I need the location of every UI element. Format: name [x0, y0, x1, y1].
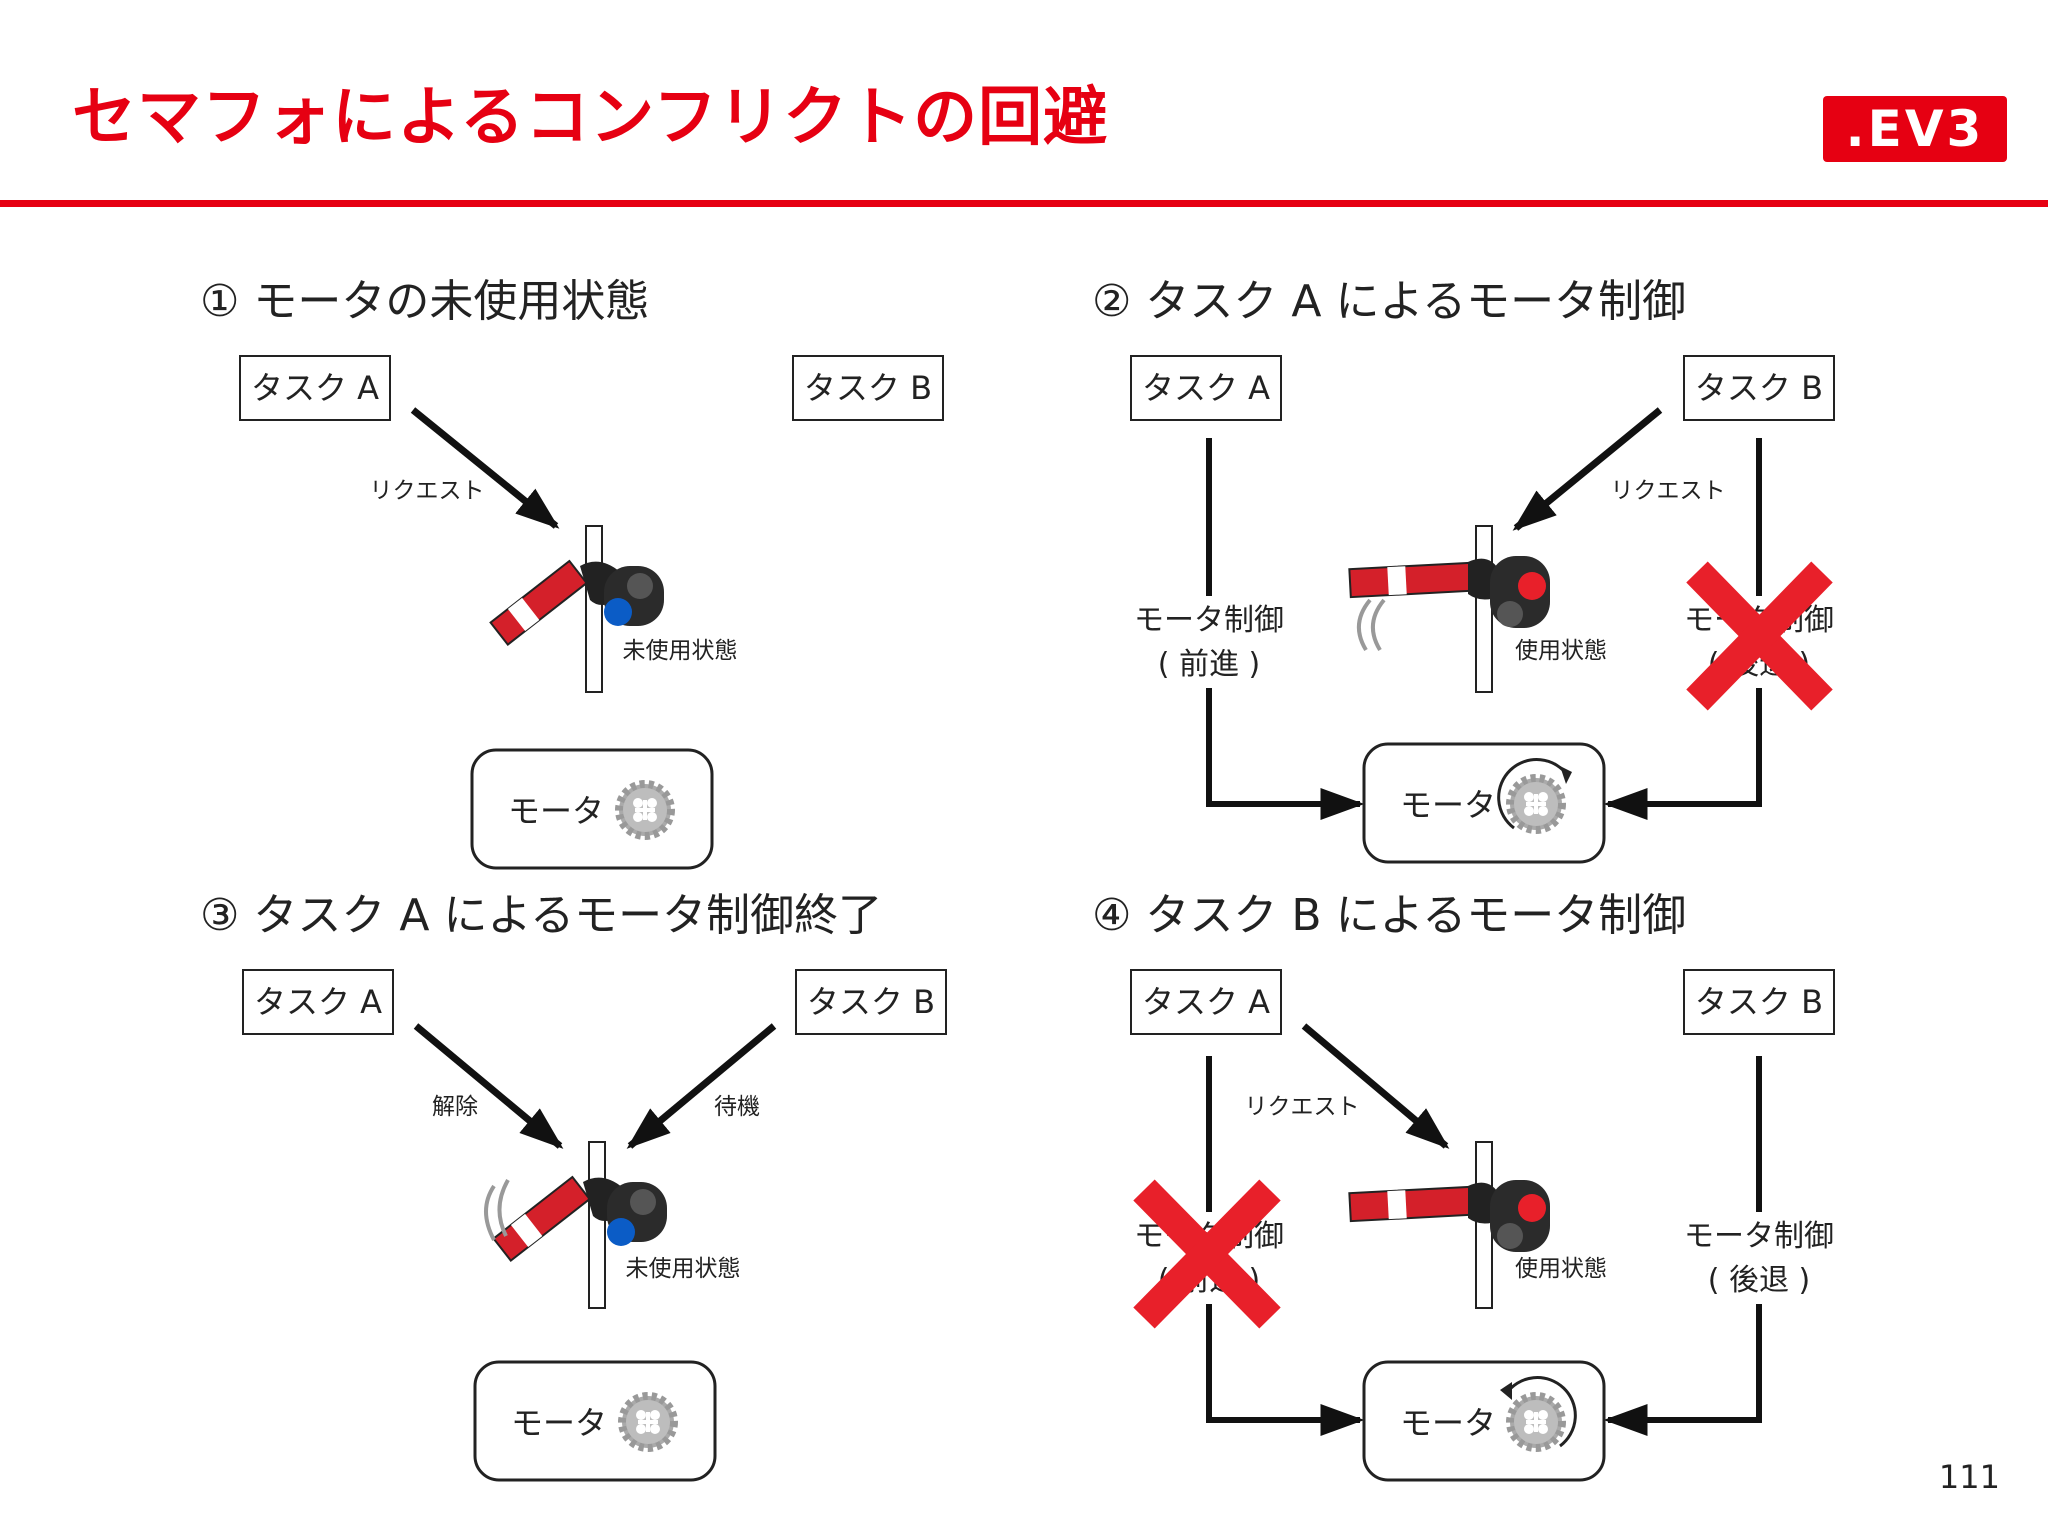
panel-2-rotation-arrow-icon: [1497, 758, 1570, 830]
panel-3-semaphore-state: 未使用状態: [626, 1256, 741, 1282]
panel-3-blue-light: [607, 1218, 635, 1246]
panel-2-control-a-sub: ( 前進 ): [1158, 647, 1260, 682]
panel-4-forward-arrow: [1206, 1304, 1365, 1436]
panel-2-task-a-box: タスク A: [1130, 355, 1282, 421]
panel-1-task-b-label: タスク B: [804, 369, 932, 407]
panel-3-gear-icon: [622, 1396, 674, 1448]
panel-4-request-label: リクエスト: [1245, 1094, 1360, 1120]
panel-1-task-a-box: タスク A: [239, 355, 391, 421]
panel-4-task-a-label: タスク A: [1142, 983, 1270, 1021]
panel-2-semaphore-state: 使用状態: [1515, 638, 1607, 664]
panel-4-task-b-label: タスク B: [1695, 983, 1823, 1021]
panel-2-task-b-label: タスク B: [1695, 369, 1823, 407]
panel-1-task-b-box: タスク B: [792, 355, 944, 421]
panel-4: ④ タスク B によるモータ制御 タスク A タスク B モータ制御 ( 前進 …: [1092, 890, 1835, 1482]
panel-3-semaphore-signal: [484, 1141, 667, 1309]
panel-4-motor: モータ: [1362, 1360, 1606, 1482]
panel-4-title: ④ タスク B によるモータ制御: [1092, 890, 1686, 941]
panel-2-request-label: リクエスト: [1611, 478, 1726, 504]
panel-2-red-light: [1518, 572, 1546, 600]
panel-4-control-b-sub: ( 後退 ): [1708, 1263, 1810, 1298]
panel-1-title: ① モータの未使用状態: [200, 276, 649, 327]
panel-4-task-b-box: タスク B: [1683, 969, 1835, 1035]
panel-4-red-light: [1518, 1194, 1546, 1222]
panel-3-title: ③ タスク A によるモータ制御終了: [200, 890, 882, 941]
panel-1: ① モータの未使用状態 タスク A タスク B リクエスト 未使用状態 モータ: [200, 276, 944, 870]
panel-3-task-a-box: タスク A: [242, 969, 394, 1035]
panel-3-release-arrow: [413, 1023, 564, 1149]
panel-1-gear-icon: [619, 784, 671, 836]
panel-1-semaphore-state: 未使用状態: [623, 638, 738, 664]
panel-4-gear-icon: [1510, 1396, 1562, 1448]
panel-1-request-arrow: [410, 407, 560, 529]
panel-3-wait-label: 待機: [714, 1094, 760, 1120]
panel-1-blue-light: [604, 598, 632, 626]
panel-2: ② タスク A によるモータ制御 タスク A タスク B モータ制御 ( 前進 …: [1092, 276, 1835, 864]
panel-4-reverse-arrow: [1603, 1304, 1762, 1436]
panel-4-motor-label: モータ: [1400, 1404, 1496, 1442]
panel-3-motor: モータ: [473, 1360, 717, 1482]
panel-2-reverse-arrow: [1603, 688, 1762, 820]
panel-3-release-label: 解除: [432, 1094, 478, 1120]
panel-2-forward-arrow: [1206, 688, 1365, 820]
panel-2-motor: モータ: [1362, 742, 1606, 864]
title-divider: [0, 200, 2048, 207]
panel-3-wait-arrow: [626, 1023, 777, 1149]
panel-3-task-a-label: タスク A: [254, 983, 382, 1021]
panel-2-task-b-box: タスク B: [1683, 355, 1835, 421]
page-number: 111: [1938, 1458, 2000, 1496]
slide-title: セマフォによるコンフリクトの回避: [72, 81, 1109, 155]
panel-4-request-arrow: [1301, 1023, 1450, 1149]
panel-2-semaphore-signal: [1348, 525, 1550, 693]
panel-4-task-a-box: タスク A: [1130, 969, 1282, 1035]
panel-3-task-b-label: タスク B: [807, 983, 935, 1021]
panel-2-gear-icon: [1510, 778, 1562, 830]
panel-1-motor: モータ: [470, 748, 714, 870]
panel-4-control-b-label: モータ制御: [1684, 1219, 1834, 1254]
panel-2-task-a-label: タスク A: [1142, 369, 1270, 407]
panel-4-semaphore-state: 使用状態: [1515, 1256, 1607, 1282]
panel-2-control-a-label: モータ制御: [1134, 603, 1284, 638]
panel-1-request-label: リクエスト: [370, 478, 485, 504]
panel-3-motor-label: モータ: [511, 1404, 607, 1442]
panel-4-semaphore-signal: [1348, 1141, 1550, 1309]
panel-4-rotation-arrow-icon: [1504, 1376, 1577, 1448]
panel-4-blocked-x-icon: [1133, 1179, 1281, 1329]
panel-1-task-a-label: タスク A: [251, 369, 379, 407]
panel-2-title: ② タスク A によるモータ制御: [1092, 276, 1686, 327]
panel-1-semaphore-signal: [489, 525, 664, 693]
panel-2-request-arrow: [1512, 407, 1663, 531]
panel-3: ③ タスク A によるモータ制御終了 タスク A タスク B 解除 待機: [200, 890, 947, 1482]
panel-2-blocked-x-icon: [1686, 561, 1833, 711]
ev3-logo: .EV3: [1823, 96, 2007, 162]
panel-2-motor-label: モータ: [1400, 786, 1496, 824]
panel-3-task-b-box: タスク B: [795, 969, 947, 1035]
panel-1-motor-label: モータ: [508, 792, 604, 830]
